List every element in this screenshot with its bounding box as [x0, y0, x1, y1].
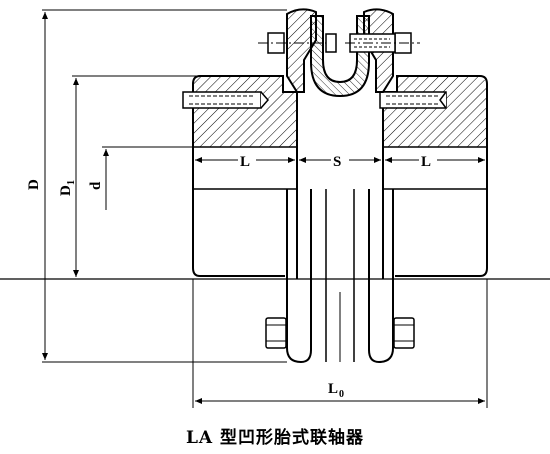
lower-right-bolt	[393, 317, 415, 349]
label-D1-subscript: 1	[66, 180, 77, 185]
dimension-labels: D D 1 d L S L L 0	[26, 149, 437, 400]
label-D1: D	[58, 185, 74, 196]
left-hub	[182, 75, 298, 279]
label-L-right: L	[421, 154, 431, 170]
figure-caption: LA 型凹形胎式联轴器	[185, 428, 365, 448]
upper-flanges	[258, 8, 420, 98]
right-hub	[379, 75, 488, 279]
right-set-screw	[379, 91, 447, 109]
upper-left-bolt	[258, 32, 337, 54]
label-D: D	[26, 179, 42, 190]
label-L0: L	[328, 381, 338, 397]
lower-flanges	[265, 189, 415, 364]
rubber-tyre	[310, 15, 370, 98]
label-L0-subscript: 0	[339, 389, 344, 400]
label-d: d	[88, 181, 104, 190]
upper-right-bolt	[345, 32, 420, 54]
left-set-screw	[182, 91, 262, 109]
dimensions	[42, 9, 488, 408]
label-S: S	[333, 154, 341, 170]
lower-left-bolt	[265, 317, 287, 349]
label-L-left: L	[240, 154, 250, 170]
